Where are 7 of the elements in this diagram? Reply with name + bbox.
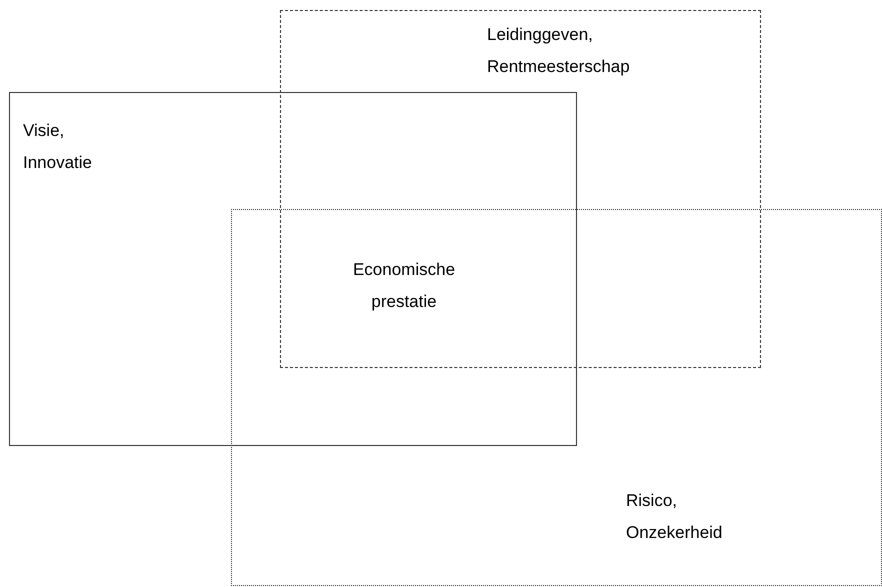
center-label: Economische prestatie <box>352 259 456 313</box>
solid-frame <box>9 92 577 446</box>
frame-label: Risico, Onzekerheid <box>626 490 724 544</box>
frame-label: Visie, Innovatie <box>23 120 93 174</box>
dotted-frame <box>231 209 882 586</box>
dashed-frame <box>280 10 761 368</box>
frame-label: Leidinggeven, Rentmeesterschap <box>487 24 631 78</box>
